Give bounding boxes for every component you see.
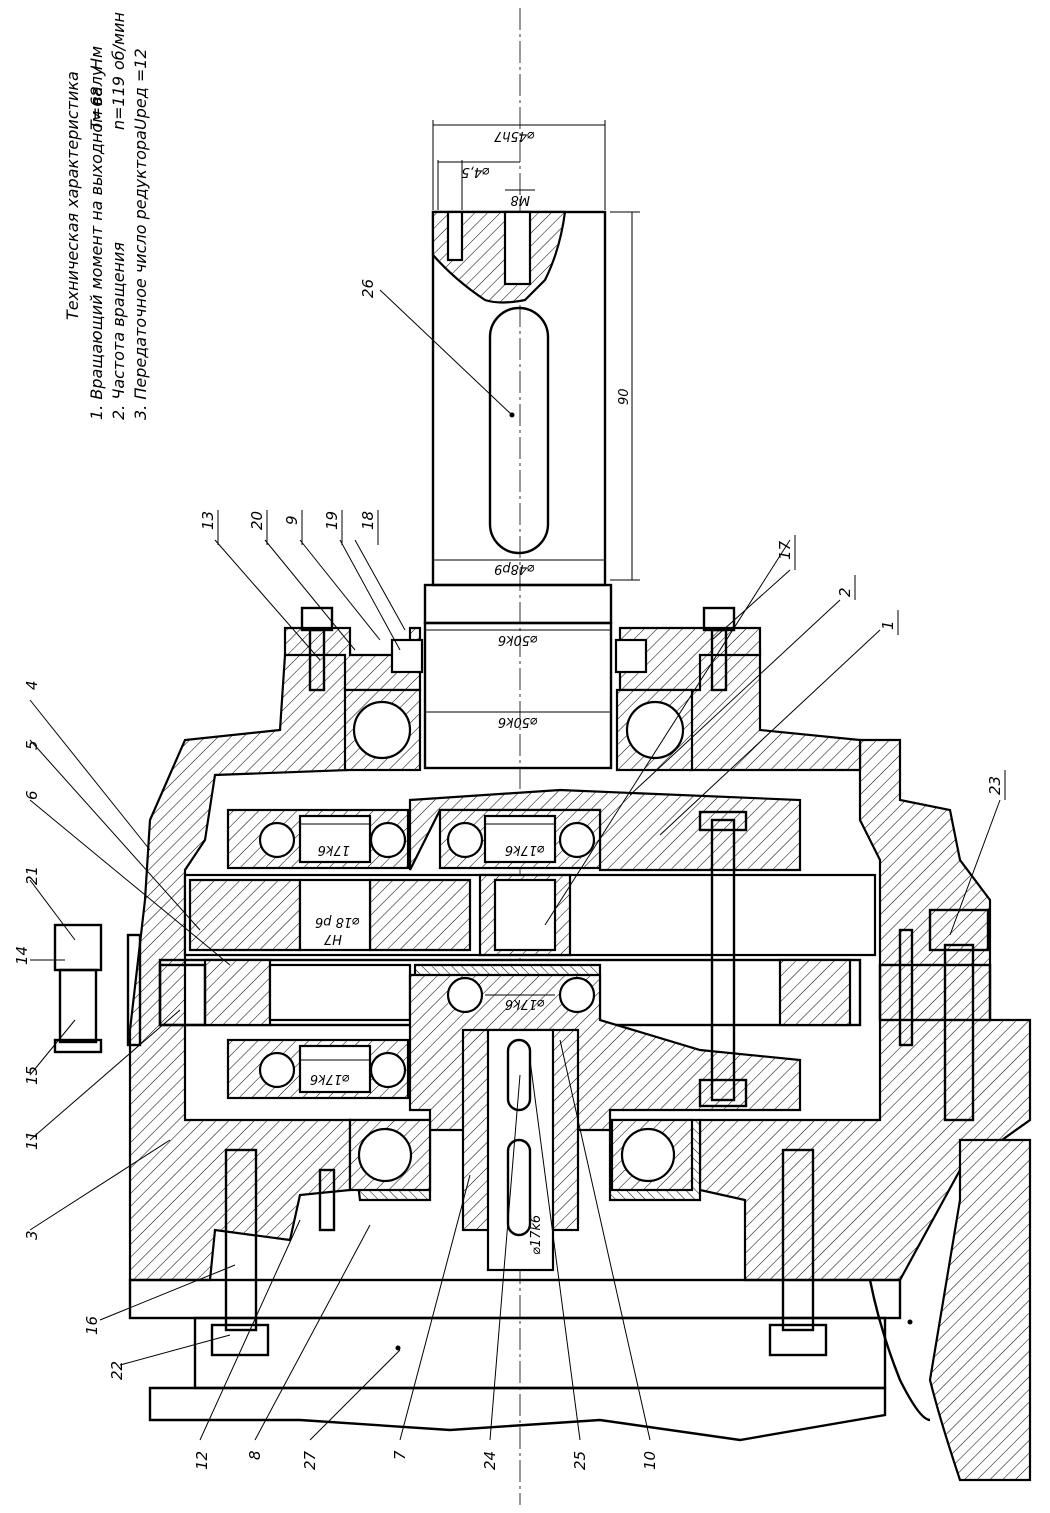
- tech-value-1: T=68: [87, 86, 106, 130]
- dim-brg-low-mid: ⌀17k6: [529, 1215, 544, 1255]
- part-labels: 26 13 20 9 19 18 17 2 1 4 5 6 21 14 15 1…: [13, 279, 1004, 1470]
- part-22: 22: [108, 1361, 126, 1380]
- part-3: 3: [23, 1230, 41, 1240]
- part-5: 5: [23, 740, 41, 750]
- tech-value-3: Uред =12: [131, 48, 150, 130]
- part-8: 8: [246, 1450, 264, 1460]
- dim-seal: ⌀50k6: [498, 632, 538, 647]
- part-19: 19: [323, 511, 341, 530]
- part-1: 1: [879, 620, 897, 630]
- leader-dot-26: [509, 412, 515, 418]
- dim-pin: ⌀18 p6: [315, 914, 360, 929]
- part-13: 13: [199, 511, 217, 530]
- tech-heading: Техническая характеристика: [63, 71, 82, 320]
- part-23: 23: [986, 776, 1004, 795]
- fasteners: [53, 606, 992, 1357]
- part-20: 20: [248, 511, 266, 530]
- tech-line-2: 2. Частота вращения: [109, 242, 128, 420]
- dim-thread: M8: [511, 192, 531, 207]
- leader-dot-27: [395, 1345, 401, 1351]
- part-14: 14: [13, 946, 31, 965]
- dim-shaft-top: ⌀45h7: [493, 128, 535, 143]
- dim-brg-left: 17k6: [318, 842, 350, 857]
- part-24: 24: [481, 1451, 499, 1470]
- part-7: 7: [391, 1450, 409, 1460]
- leader-lines: [29, 289, 1001, 1441]
- dim-bearing: ⌀50k6: [498, 714, 538, 729]
- leader-dot-motor: [907, 1319, 913, 1325]
- dim-hole: ⌀4,5: [461, 164, 490, 179]
- dim-shaft: ⌀48p9: [494, 561, 535, 576]
- tech-line-1: 1. Вращающий момент на выходном валу: [87, 66, 106, 420]
- technical-characteristics: Техническая характеристика 1. Вращающий …: [63, 12, 150, 420]
- dimension-texts: ⌀45h7 ⌀4,5 M8 90 ⌀48p9 ⌀50k6 ⌀50k6 17k6 …: [310, 128, 632, 1255]
- top-bearings: [343, 688, 694, 772]
- part-25: 25: [571, 1451, 589, 1470]
- part-17: 17: [776, 540, 794, 560]
- dim-brg-mid: ⌀17k6: [505, 996, 545, 1011]
- dim-fit-bore: H7: [323, 931, 342, 946]
- part-16: 16: [83, 1316, 101, 1335]
- label-underlines: [217, 510, 1006, 800]
- part-18: 18: [359, 511, 377, 530]
- motor-flange: [148, 1138, 1032, 1482]
- part-21: 21: [23, 866, 41, 885]
- tech-unit-2: об/мин: [109, 12, 128, 70]
- part-9: 9: [283, 515, 301, 525]
- tech-value-2: n=119: [109, 76, 128, 130]
- dim-brg-right: ⌀17k6: [505, 842, 545, 857]
- part-4: 4: [23, 680, 41, 690]
- part-15: 15: [23, 1066, 41, 1085]
- output-shaft: [423, 210, 613, 770]
- part-12: 12: [193, 1451, 211, 1470]
- tech-unit-1: Нм: [87, 46, 106, 70]
- part-11: 11: [23, 1131, 41, 1150]
- part-2: 2: [836, 587, 854, 597]
- part-27: 27: [301, 1450, 319, 1470]
- dim-length: 90: [617, 388, 632, 405]
- part-10: 10: [641, 1451, 659, 1470]
- part-6: 6: [23, 790, 41, 800]
- dim-brg-low-left: ⌀17k6: [310, 1071, 350, 1086]
- part-26: 26: [359, 279, 377, 298]
- tech-line-3: 3. Передаточное число редуктора: [131, 130, 150, 420]
- dimension-lines: [300, 120, 640, 1061]
